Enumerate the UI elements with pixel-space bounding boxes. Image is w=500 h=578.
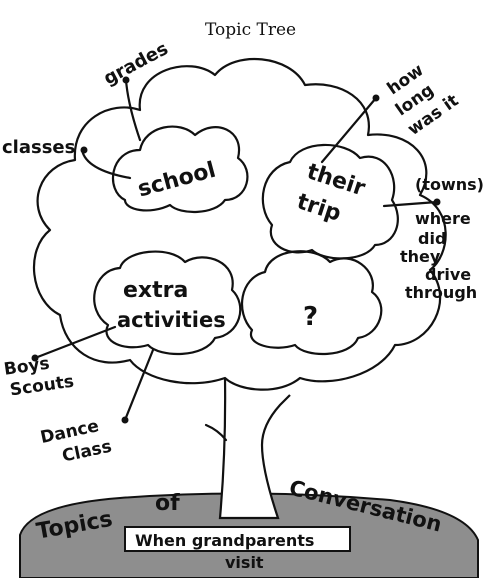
line-where [382, 200, 439, 208]
line-dance-class [123, 348, 155, 422]
line-grades [124, 78, 142, 142]
label-did: did [418, 229, 446, 248]
cloud-label-unknown: ? [303, 302, 318, 332]
label-drive: drive [425, 265, 471, 284]
label-towns: (towns) [415, 175, 484, 194]
dot-dance-class [121, 416, 129, 424]
dot-classes [80, 146, 88, 154]
cloud-unknown [240, 250, 383, 356]
trunk-branch [204, 423, 228, 442]
dot-grades [122, 76, 130, 84]
line-boys-scouts [33, 325, 117, 360]
cloud-their-trip [261, 143, 399, 260]
cloud-extra-activities [93, 250, 242, 356]
label-where: where [415, 209, 471, 228]
dot-boys-scouts [31, 354, 39, 362]
label-classes: classes [2, 137, 75, 158]
ground-box [124, 526, 351, 552]
label-they: they [400, 247, 441, 266]
cloud-label-trip: trip [294, 189, 344, 227]
line-how-long [320, 96, 378, 164]
ground-box-line2: visit [225, 553, 264, 572]
tree-crown [32, 57, 447, 391]
label-grades: grades [100, 38, 171, 89]
cloud-school [111, 125, 249, 214]
dot-how-long [372, 94, 380, 102]
diagram-title: Topic Tree [205, 20, 296, 40]
connectors [31, 76, 441, 424]
cloud-label-school: school [135, 158, 218, 203]
cloud-label-extra: extra [123, 278, 188, 303]
ground-box-line1: When grandparents [135, 531, 314, 550]
ground-word-of: of [155, 491, 180, 516]
dot-where [433, 198, 441, 206]
line-classes [80, 148, 132, 180]
cloud-label-activities: activities [117, 308, 226, 332]
label-through: through [405, 283, 477, 302]
